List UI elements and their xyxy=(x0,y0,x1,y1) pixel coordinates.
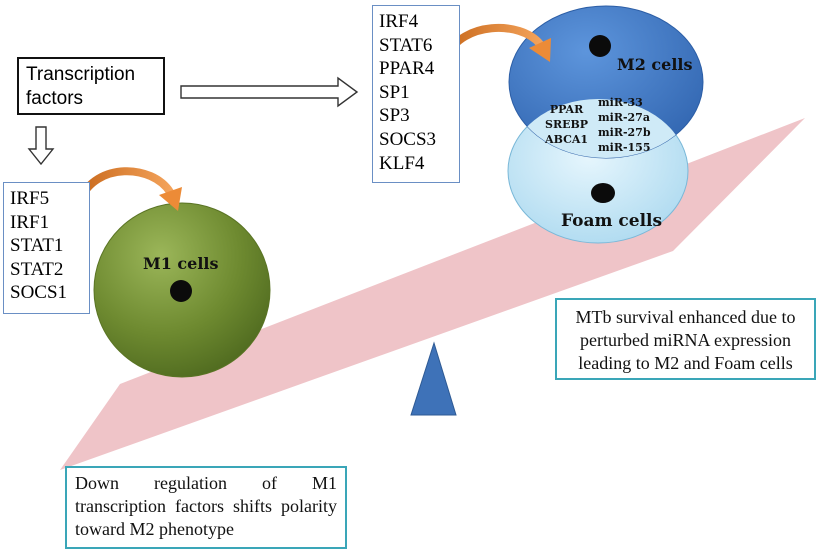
foam-nucleus-icon xyxy=(591,183,615,203)
m2-factor: KLF4 xyxy=(379,152,425,174)
hollow-arrow-down-icon xyxy=(27,126,55,166)
m2-factor: SOCS3 xyxy=(379,128,437,150)
curved-arrow-m2-head xyxy=(529,38,551,62)
m1-factor: STAT1 xyxy=(10,235,64,257)
molecule-label: ABCA1 xyxy=(545,133,589,146)
curved-arrow-m1-icon xyxy=(76,167,174,204)
foam-cell-label: Foam cells xyxy=(561,211,663,231)
transcription-factors-label: Transcription factors xyxy=(26,64,136,109)
molecule-label: SREBP xyxy=(545,118,589,131)
overlap-region xyxy=(509,99,688,158)
curved-arrow-m1-head xyxy=(159,187,182,211)
mirna-label: miR-27a xyxy=(598,111,650,124)
m2-nucleus-icon xyxy=(589,35,611,57)
m2-factor-list: IRF4 STAT6 PPAR4 SP1 SP3 SOCS3 KLF4 xyxy=(372,5,460,183)
transcription-factors-box: Transcription factors xyxy=(17,57,165,115)
mirna-label: miR-155 xyxy=(598,141,651,154)
m2-cell-label: M2 cells xyxy=(617,55,693,74)
mirna-label: miR-27b xyxy=(598,126,651,139)
m1-nucleus-icon xyxy=(170,280,192,302)
m2-factor: SP3 xyxy=(379,105,410,127)
overlap-molecules: PPAR SREBP ABCA1 xyxy=(545,102,588,147)
m2-factor: STAT6 xyxy=(379,34,433,56)
m1-factor: SOCS1 xyxy=(10,282,68,304)
m2-factor: IRF4 xyxy=(379,11,419,32)
m1-factor: IRF5 xyxy=(10,188,50,209)
mtb-survival-note: MTb survival enhanced due to perturbed m… xyxy=(555,298,816,380)
m1-factor-list: IRF5 IRF1 STAT1 STAT2 SOCS1 xyxy=(3,182,90,314)
m2-factor: SP1 xyxy=(379,81,410,103)
mirna-label: miR-33 xyxy=(598,96,643,109)
m1-cell-label: M1 cells xyxy=(143,254,219,273)
overlap-mirnas: miR-33 miR-27a miR-27b miR-155 xyxy=(598,95,651,155)
m1-factor: STAT2 xyxy=(10,258,64,280)
hollow-arrow-right-icon xyxy=(180,76,359,108)
fulcrum-triangle xyxy=(410,341,457,416)
m1-factor: IRF1 xyxy=(10,211,50,233)
m2-factor: PPAR4 xyxy=(379,58,435,80)
molecule-label: PPAR xyxy=(549,103,584,116)
m1-downregulation-note: Down regulation of M1 transcription fact… xyxy=(65,466,347,549)
